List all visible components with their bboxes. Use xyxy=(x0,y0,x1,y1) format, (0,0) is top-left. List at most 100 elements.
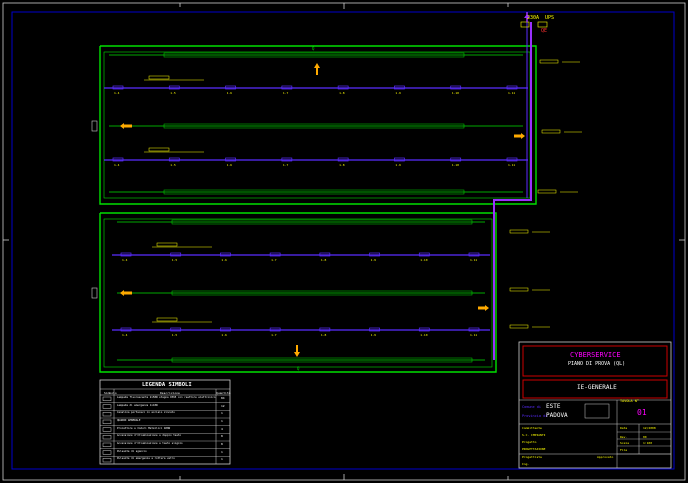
sheet-label: TAVOLA N° xyxy=(620,399,639,403)
upper-hall-light-fixture xyxy=(337,85,349,90)
upper-hall-circuit-tag: 1.6 xyxy=(227,163,233,167)
supply-arrow-icon xyxy=(524,14,530,18)
location-label-2: Provincia di xyxy=(522,414,548,418)
upper-hall-outline xyxy=(99,45,537,205)
panel-tag: QE xyxy=(541,28,548,34)
legend-row-description: Pulsante di emergenza a rottura vetro xyxy=(117,457,175,461)
supply-label: 230A xyxy=(527,15,540,21)
lower-hall-circuit-tag: 1.8 xyxy=(321,333,327,337)
upper-hall-circuit-tag: 1.5 xyxy=(170,91,176,95)
approval-label: Approvato xyxy=(597,455,614,459)
upper-hall-circuit-tag: 1.11 xyxy=(508,91,515,95)
upper-hall-light-fixture xyxy=(112,157,124,162)
lower-hall-circuit-tag: 1.9 xyxy=(371,258,377,262)
legend-row-qty: 8 xyxy=(221,434,223,439)
upper-hall-light-fixture xyxy=(225,157,236,162)
upper-hall-circuit-tag: 1.8 xyxy=(339,91,345,95)
upper-hall-light-fixture xyxy=(394,85,405,90)
ups-box xyxy=(537,21,548,28)
lower-hall-circuit-tag: 1.6 xyxy=(221,258,227,262)
upper-hall-trunk-duct xyxy=(163,189,465,195)
scale-value: 1:100 xyxy=(643,441,653,445)
lower-hall-trunk-duct xyxy=(171,219,473,225)
lower-hall-trunk-duct xyxy=(171,290,473,296)
drawing-frame xyxy=(11,11,675,470)
legend-row-description: Accensione d'Illuminazione a doppio tast… xyxy=(117,434,182,438)
upper-hall-circuit-tag: 1.10 xyxy=(452,163,459,167)
legend-symbol-icon xyxy=(102,458,112,463)
title-subtitle-box xyxy=(522,379,668,399)
upper-hall-light-fixture xyxy=(394,157,405,162)
legend-symbol-icon xyxy=(102,419,112,424)
legend-row-qty: 1 xyxy=(221,457,223,462)
lower-hall-circuit-tag: 1.9 xyxy=(371,333,377,337)
legend-row-description: Proiettore a Ioduri Metallici 400W xyxy=(117,426,171,430)
location-2: PADOVA xyxy=(546,412,568,419)
legend-row-qty: 1 xyxy=(221,449,223,454)
upper-hall-circuit-tag: 1.6 xyxy=(227,91,233,95)
legend-symbol-icon xyxy=(102,404,112,409)
upper-hall-light-fixture xyxy=(450,85,462,90)
legend-row-qty: 12 xyxy=(221,403,225,408)
upper-hall-light-fixture xyxy=(168,85,180,90)
upper-hall-trunk-duct xyxy=(163,123,465,129)
lower-hall-trunk-duct xyxy=(171,357,473,363)
lower-hall-inner-wall xyxy=(103,218,493,368)
lower-hall-light-fixture xyxy=(319,327,331,332)
client-label: Committente xyxy=(522,426,542,430)
lower-hall-light-fixture xyxy=(120,327,132,332)
legend-row-description: Lampada di emergenza 1x18W xyxy=(117,403,158,407)
upper-hall-circuit-tag: 1.8 xyxy=(339,163,345,167)
switch-box xyxy=(91,287,98,299)
lower-hall-light-fixture xyxy=(170,327,182,332)
lower-hall-light-fixture xyxy=(319,252,331,257)
scale-label: Scala xyxy=(620,441,630,445)
company-name: CYBERSERVICE xyxy=(570,351,621,359)
upper-hall-circuit-tag: 1.9 xyxy=(395,91,401,95)
lower-hall-circuit-tag: 1.5 xyxy=(172,258,178,262)
legend-symbol-icon xyxy=(102,396,112,401)
switch-box xyxy=(91,120,98,132)
upper-hall-light-fixture xyxy=(225,85,236,90)
exit-arrow-down-icon xyxy=(294,345,300,357)
client-value: S.C. IMPIANTI xyxy=(522,433,546,437)
legend-symbol-icon xyxy=(102,442,112,447)
upper-hall-circuit-tag: 1.9 xyxy=(395,163,401,167)
designer-label: Progettista xyxy=(522,455,542,459)
lower-hall-circuit-tag: 1.4 xyxy=(122,333,128,337)
lower-hall-circuit-tag: 1.4 xyxy=(122,258,128,262)
legend-row-qty: 8 xyxy=(221,442,223,446)
project-value: PROGETTAZIONE xyxy=(522,447,546,451)
lower-hall-circuit-tag: 1.6 xyxy=(221,333,227,337)
lower-hall-light-fixture xyxy=(468,327,480,332)
sheet-number: 01 xyxy=(637,408,647,417)
ups-label: UPS xyxy=(545,15,555,21)
lower-hall-circuit-tag: 1.7 xyxy=(271,258,277,262)
lower-hall-circuit-tag: 1.7 xyxy=(271,333,277,337)
callout-label-box xyxy=(509,324,529,329)
legend-col-qty: Quantità xyxy=(216,391,231,395)
lower-hall-circuit-tag: 1.8 xyxy=(321,258,327,262)
project-label: Progetto xyxy=(522,440,537,444)
supply-box xyxy=(520,21,530,28)
lower-hall-light-fixture xyxy=(269,252,281,257)
upper-hall-circuit-label-box xyxy=(148,75,170,80)
legend-col-symbol: Simbolo xyxy=(104,391,117,395)
exit-arrow-icon xyxy=(478,305,489,311)
upper-hall-light-fixture xyxy=(281,85,293,90)
drawing-title: PIANO DI PROVA (QL) xyxy=(568,361,626,367)
lower-hall-light-fixture xyxy=(220,252,231,257)
legend-symbol-icon xyxy=(102,427,112,432)
lower-hall-outline xyxy=(99,212,497,373)
callout-label-box xyxy=(539,59,559,64)
rev-value: 00 xyxy=(643,435,647,439)
main-feeder-cable xyxy=(493,22,532,360)
lower-hall-circuit-tag: 1.10 xyxy=(420,333,427,337)
rev-label: Rev. xyxy=(620,435,628,439)
title-header-box xyxy=(522,345,668,377)
upper-hall-circuit-tag: 1.4 xyxy=(114,91,120,95)
date-value: 12/2008 xyxy=(643,426,656,430)
legend-row-description: Lampada fluorescente 2x58W stagna IP65 c… xyxy=(117,396,216,399)
upper-hall-light-fixture xyxy=(506,85,518,90)
